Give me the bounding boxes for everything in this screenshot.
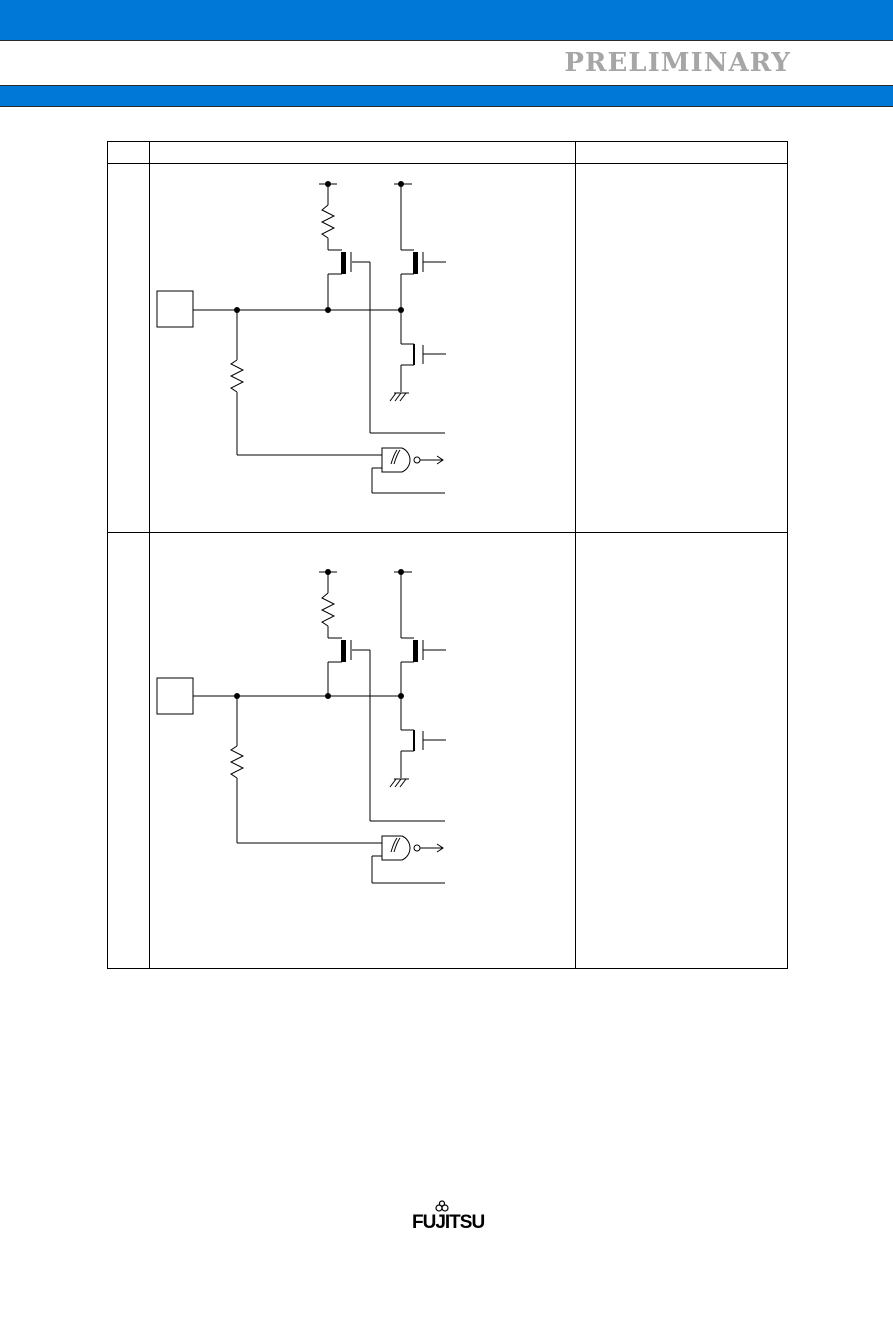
pin-box [156, 290, 194, 328]
preliminary-label: PRELIMINARY [564, 48, 791, 78]
circuit-diagram-row-1 [156, 181, 446, 494]
infinity-icon [435, 1200, 449, 1212]
table-column-divider-2 [575, 142, 576, 968]
circuit-diagram-row-2 [156, 569, 446, 884]
pin-box [156, 677, 194, 715]
table-header-divider [108, 163, 787, 164]
fujitsu-logo: FUJITSU [412, 1200, 485, 1240]
logo-text: FUJITSU [412, 1212, 485, 1233]
table-column-divider-1 [149, 142, 150, 968]
header-bottom-band [0, 85, 893, 107]
io-circuit-table [107, 141, 788, 969]
table-row-divider [108, 532, 787, 533]
header-top-band [0, 0, 893, 41]
